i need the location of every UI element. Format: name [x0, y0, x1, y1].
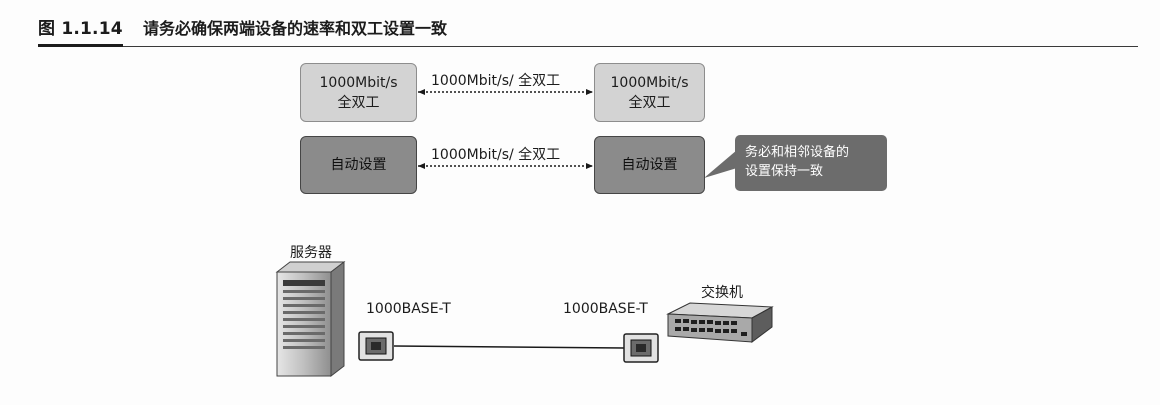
bottom-right-setting: 自动设置 — [621, 157, 678, 173]
callout-line-2: 设置保持一致 — [745, 164, 824, 179]
top-left-speed: 1000Mbit/s — [319, 74, 398, 91]
callout-note: 务必和相邻设备的 设置保持一致 — [735, 135, 887, 191]
top-left-device-box: 1000Mbit/s 全双工 — [300, 63, 417, 122]
server-port-icon — [358, 331, 394, 361]
bottom-right-device-box: 自动设置 — [594, 136, 705, 194]
callout-pointer — [704, 150, 737, 178]
top-left-duplex: 全双工 — [337, 94, 380, 111]
figure-title: 请务必确保两端设备的速率和双工设置一致 — [143, 19, 448, 38]
top-link-label: 1000Mbit/s/ 全双工 — [431, 73, 561, 89]
server-icon — [275, 260, 346, 378]
server-port-label: 1000BASE-T — [366, 301, 451, 317]
switch-port-icon — [623, 333, 659, 363]
switch-port-label: 1000BASE-T — [563, 301, 648, 317]
bottom-link-label: 1000Mbit/s/ 全双工 — [431, 147, 561, 163]
figure-number: 图 1.1.14 — [38, 19, 123, 47]
top-right-speed: 1000Mbit/s — [610, 74, 689, 91]
network-cable — [393, 345, 625, 349]
callout-line-1: 务必和相邻设备的 — [745, 145, 850, 160]
top-right-duplex: 全双工 — [628, 94, 671, 111]
server-label: 服务器 — [290, 245, 332, 261]
top-right-device-box: 1000Mbit/s 全双工 — [594, 63, 705, 122]
switch-icon — [666, 302, 774, 343]
bottom-left-device-box: 自动设置 — [300, 136, 417, 194]
bottom-left-setting: 自动设置 — [330, 157, 387, 173]
switch-label: 交换机 — [701, 285, 743, 301]
figure-caption: 图 1.1.14 请务必确保两端设备的速率和双工设置一致 — [38, 12, 1138, 47]
